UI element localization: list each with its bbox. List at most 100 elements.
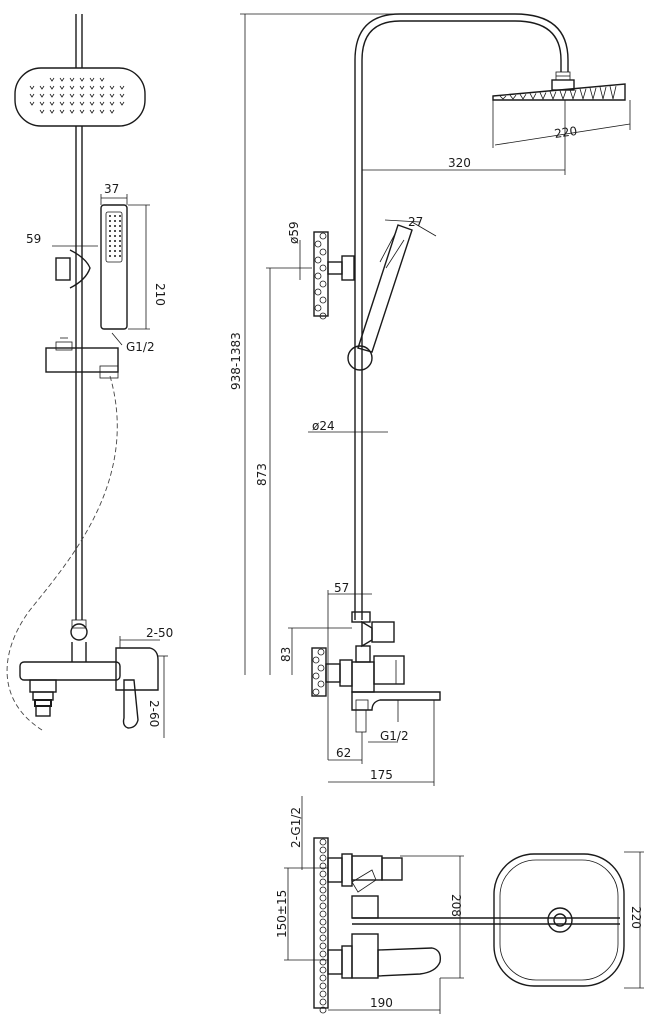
wall-hatch-mark <box>319 1006 327 1014</box>
dim-side-inlet-depth: 62 <box>336 746 351 760</box>
dim-side-bracket: ø59 <box>287 221 301 244</box>
wall-hatch-mark <box>319 854 327 862</box>
nozzle-mark <box>49 93 55 98</box>
dim-side-total-height: 938-1383 <box>229 332 243 390</box>
wall-hatch-mark <box>319 280 327 288</box>
nozzle-mark <box>39 109 45 114</box>
front-slide-holder <box>45 347 119 373</box>
side-spout <box>351 691 441 711</box>
front-mixer-body <box>19 661 121 681</box>
dim-side-slider-height: 873 <box>255 463 269 486</box>
nozzle-mark <box>109 85 115 90</box>
nozzle-mark <box>69 101 75 106</box>
nozzle-mark <box>109 109 115 114</box>
dim-front-bracket-offset: 59 <box>26 232 41 246</box>
wall-hatch-mark <box>319 958 327 966</box>
dim-bottom-inlet-thread: 2-G1/2 <box>289 807 303 848</box>
wall-hatch-mark <box>314 272 322 280</box>
side-nozzle-mark <box>539 92 547 100</box>
nozzle-mark <box>59 93 65 98</box>
hand-nozzle-dot <box>119 230 121 232</box>
hand-nozzle-dot <box>119 235 121 237</box>
nozzle-mark <box>29 85 35 90</box>
hand-nozzle-dot <box>119 250 121 252</box>
wall-hatch-mark <box>319 264 327 272</box>
nozzle-mark <box>119 85 125 90</box>
hand-nozzle-dot <box>114 250 116 252</box>
wall-hatch-mark <box>319 878 327 886</box>
side-nozzle-mark <box>609 86 617 100</box>
nozzle-mark <box>89 85 95 90</box>
wall-hatch-mark <box>319 982 327 990</box>
nozzle-mark <box>79 77 85 82</box>
wall-hatch-mark <box>312 656 320 664</box>
dim-side-pipe: ø24 <box>312 419 335 433</box>
dim-bottom-mixer-height: 208 <box>449 894 463 917</box>
side-nozzle-mark <box>549 91 557 101</box>
side-head-nozzles <box>499 86 617 101</box>
side-hand-shower <box>357 224 413 353</box>
wall-hatch-mark <box>312 672 320 680</box>
side-nozzle-mark <box>519 93 527 100</box>
dim-front-mixer-width: 2-50 <box>146 626 173 640</box>
hand-nozzle-dot <box>114 230 116 232</box>
wall-hatch-mark <box>319 886 327 894</box>
nozzle-mark <box>49 77 55 82</box>
nozzle-mark <box>59 77 65 82</box>
side-shower-head <box>492 83 626 101</box>
nozzle-mark <box>79 85 85 90</box>
nozzle-mark <box>49 101 55 106</box>
nozzle-mark <box>69 109 75 114</box>
side-nozzle-mark <box>569 89 577 101</box>
nozzle-mark <box>59 101 65 106</box>
nozzle-mark <box>39 93 45 98</box>
nozzle-mark <box>49 109 55 114</box>
wall-hatch-mark <box>319 312 327 320</box>
wall-hatch-mark <box>319 998 327 1006</box>
side-nozzle-mark <box>589 87 597 101</box>
wall-hatch-mark <box>317 664 325 672</box>
top-head-connector <box>547 907 573 933</box>
top-mixer-lever <box>377 947 442 977</box>
nozzle-mark <box>39 85 45 90</box>
wall-hatch-mark <box>319 838 327 846</box>
front-diverter-knob <box>70 623 88 641</box>
wall-hatch-mark <box>319 950 327 958</box>
nozzle-mark <box>69 85 75 90</box>
front-mixer-lever <box>122 679 139 729</box>
hand-nozzle-dot <box>109 220 111 222</box>
nozzle-mark <box>109 93 115 98</box>
hand-nozzle-dot <box>109 250 111 252</box>
nozzle-mark <box>39 101 45 106</box>
hand-nozzle-dot <box>119 255 121 257</box>
nozzle-mark <box>99 109 105 114</box>
wall-hatch-mark <box>319 870 327 878</box>
wall-hatch-mark <box>319 966 327 974</box>
nozzle-mark <box>99 93 105 98</box>
nozzle-mark <box>59 85 65 90</box>
side-riser-pipe <box>354 13 569 620</box>
hand-nozzle-dot <box>109 240 111 242</box>
wall-hatch-mark <box>319 894 327 902</box>
wall-hatch-mark <box>319 990 327 998</box>
hand-nozzle-dot <box>109 255 111 257</box>
side-mixer-flange <box>311 647 327 697</box>
dim-side-arm-reach: 320 <box>448 156 471 170</box>
front-wall-bracket <box>55 257 71 281</box>
wall-hatch-mark <box>319 942 327 950</box>
wall-hatch-mark <box>314 240 322 248</box>
side-nozzle-mark <box>579 88 587 101</box>
hand-nozzle-dot <box>109 230 111 232</box>
wall-hatch-mark <box>319 902 327 910</box>
wall-hatch-mark <box>319 910 327 918</box>
nozzle-mark <box>89 101 95 106</box>
side-nozzle-mark <box>559 90 567 101</box>
dim-side-diverter: 57 <box>334 581 349 595</box>
hand-nozzle-dot <box>114 215 116 217</box>
wall-hatch-mark <box>319 232 327 240</box>
side-diverter <box>371 621 395 643</box>
front-shower-head <box>14 67 146 127</box>
nozzle-mark <box>29 101 35 106</box>
